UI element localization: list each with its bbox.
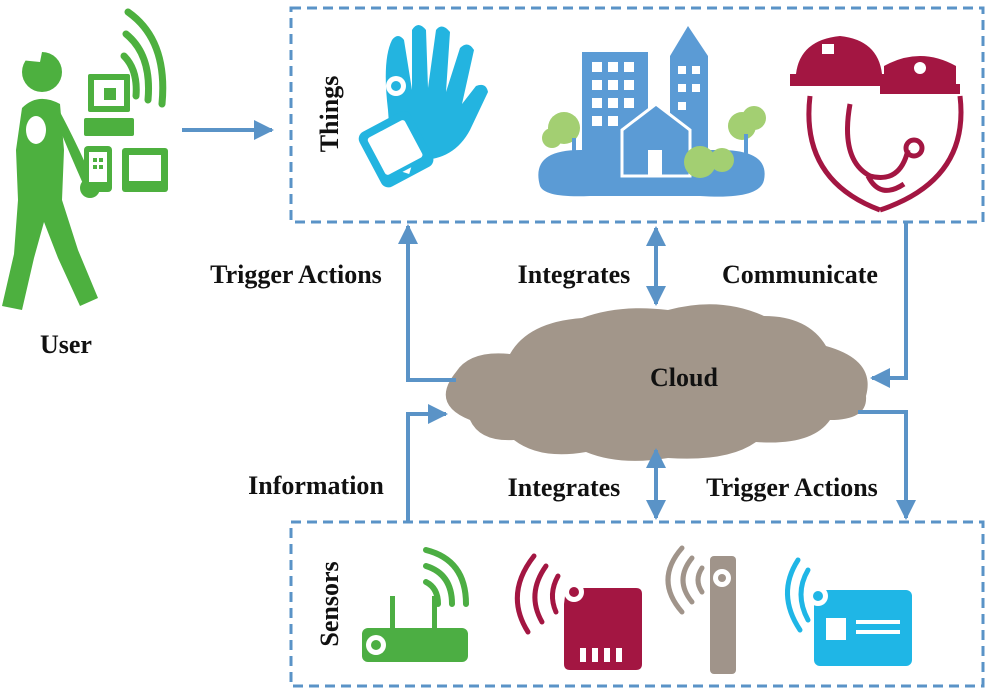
user-icon — [2, 8, 168, 310]
cloud-label: Cloud — [650, 363, 718, 392]
id-card-icon — [785, 557, 912, 666]
user-label: User — [40, 330, 92, 359]
trigger-actions-bottom-arrow — [858, 410, 916, 520]
trigger-actions-top-arrow — [398, 224, 456, 382]
information-label: Information — [248, 471, 384, 500]
router-icon — [362, 547, 469, 662]
information-arrow — [406, 404, 448, 522]
things-label: Things — [315, 76, 344, 153]
sensors-label: Sensors — [315, 561, 344, 646]
sd-card-icon — [514, 553, 642, 670]
integrates-bottom-label: Integrates — [508, 473, 621, 502]
communicate-arrow — [870, 222, 908, 388]
smart-city-icon — [538, 26, 766, 197]
trigger-actions-top-label: Trigger Actions — [210, 260, 382, 289]
trigger-actions-bottom-label: Trigger Actions — [706, 473, 878, 502]
health-safety-icon — [790, 36, 964, 213]
wearable-hand-icon — [358, 25, 488, 188]
things-box — [289, 6, 985, 224]
sensors-box — [289, 520, 985, 688]
rod-sensor-icon — [665, 545, 736, 674]
integrates-top-label: Integrates — [518, 260, 631, 289]
communicate-label: Communicate — [722, 260, 878, 289]
cloud-shape — [445, 304, 868, 461]
